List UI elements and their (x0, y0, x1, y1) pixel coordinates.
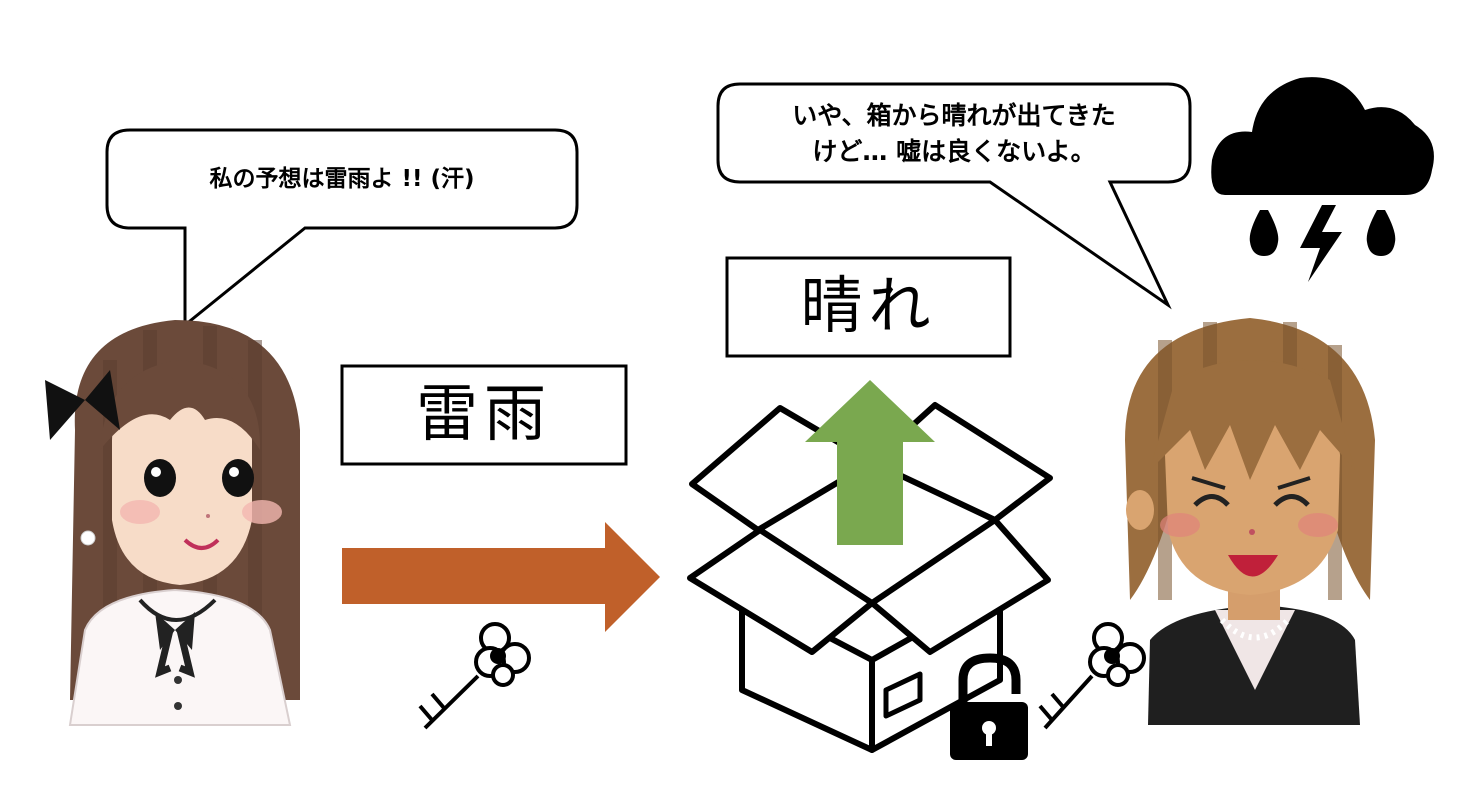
speech-bubble-right (716, 82, 1192, 310)
speech-bubble-left (105, 128, 579, 329)
right-arrow (342, 522, 660, 632)
unlock-icon (950, 653, 1028, 760)
prediction-label-box (340, 364, 628, 466)
storm-cloud-icon (1211, 77, 1434, 282)
outcome-label-box (725, 256, 1012, 358)
speech-right-line1: いや、箱から晴れが出てきた (792, 101, 1116, 130)
key-icon-left (418, 622, 531, 730)
up-arrow (805, 380, 935, 545)
prediction-label: 雷雨 (415, 377, 552, 450)
girl-avatar (45, 320, 300, 726)
key-icon-right (1038, 622, 1146, 730)
outcome-label: 晴れ (800, 269, 937, 342)
speech-left-text: 私の予想は雷雨よ !! (汗) (209, 166, 475, 192)
boy-avatar (1125, 318, 1375, 725)
speech-right-line2: けど… 嘘は良くないよ。 (812, 137, 1096, 166)
